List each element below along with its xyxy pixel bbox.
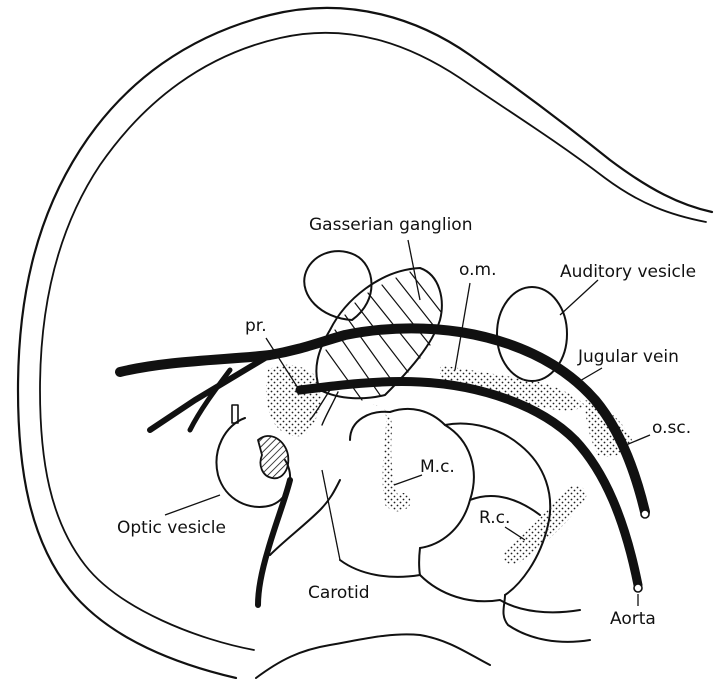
leader-om: [455, 283, 470, 370]
stipple-premandibular: [266, 365, 321, 437]
label-osc: o.sc.: [652, 420, 691, 437]
label-mc: M.c.: [420, 459, 455, 476]
stipple-rc: [503, 486, 586, 564]
label-auditory-vesicle: Auditory vesicle: [560, 264, 696, 281]
label-jugular-vein: Jugular vein: [578, 349, 679, 366]
leader-jugular: [578, 368, 602, 382]
label-aorta: Aorta: [610, 611, 656, 628]
label-carotid: Carotid: [308, 585, 369, 602]
jugular-vein: [120, 328, 645, 512]
lower-contour: [256, 634, 490, 678]
stipple-mandibular-cartilage: [370, 404, 410, 511]
optic-stalk: [232, 405, 238, 423]
head-outline-inner: [40, 33, 706, 650]
label-gasserian-ganglion: Gasserian ganglion: [309, 217, 472, 234]
leader-auditory: [560, 280, 598, 315]
leader-optic: [165, 495, 220, 515]
lower-lobe-2: [419, 548, 590, 642]
label-rc: R.c.: [479, 510, 510, 527]
trigeminal-lobe: [304, 251, 371, 320]
optic-cup-hatched: [258, 436, 288, 478]
aorta-end: [634, 584, 642, 592]
label-pr: pr.: [245, 318, 267, 335]
lower-lobe-1: [340, 560, 580, 612]
vessels: [120, 328, 645, 605]
jugular-vein-end: [641, 510, 649, 518]
label-om: o.m.: [459, 262, 496, 279]
label-optic-vesicle: Optic vesicle: [117, 520, 226, 537]
leader-mc: [394, 475, 422, 485]
carotid: [258, 480, 290, 605]
leader-rc: [505, 527, 525, 540]
